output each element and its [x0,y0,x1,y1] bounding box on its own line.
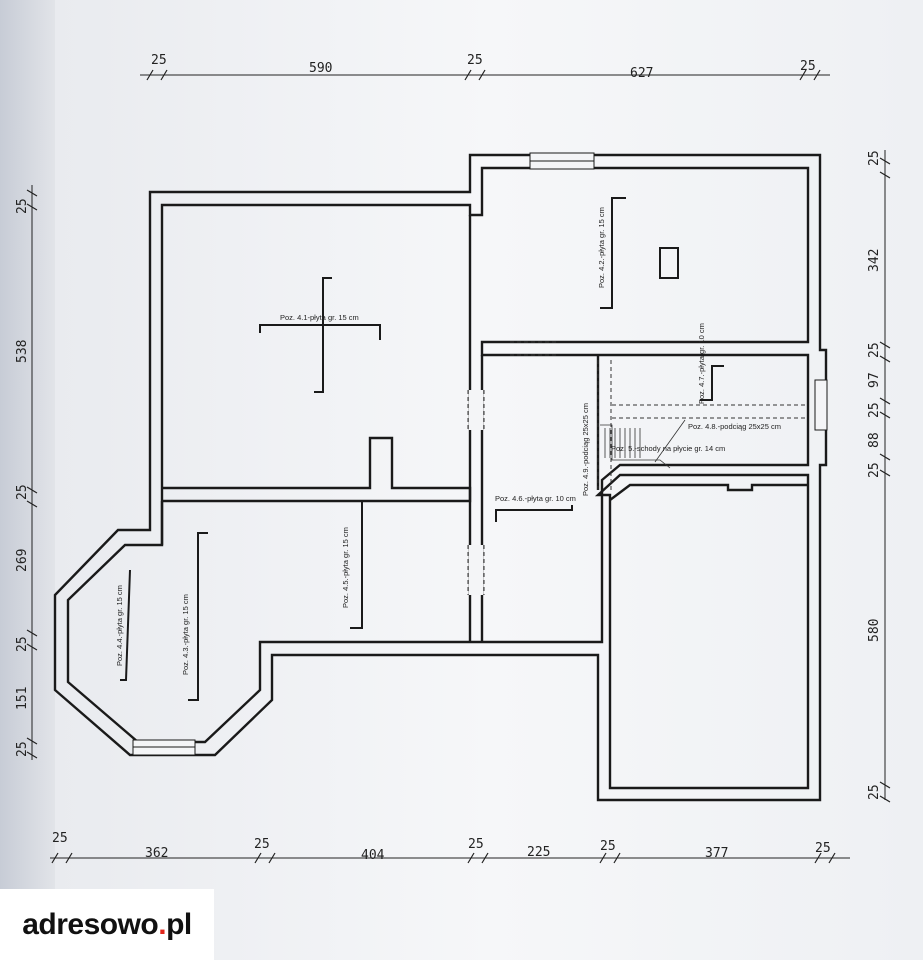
dim-bottom-1: 25 [52,831,68,846]
chimney [659,247,679,279]
dim-bottom-5: 25 [468,837,484,852]
dim-bottom-3: 25 [254,837,270,852]
dim-right-8: 580 [867,619,882,642]
span-arrows [120,197,724,701]
stairs [600,419,686,469]
dimension-ticks [26,69,891,864]
dim-left-2: 538 [15,340,30,363]
dim-left-7: 25 [15,741,30,757]
label-poz-4-5: Poz. 4.5.-płyta gr. 15 cm [341,527,350,608]
dim-top-4: 627 [630,66,653,81]
label-poz-4-2: Poz. 4.2.-płyta gr. 15 cm [597,207,606,288]
dim-bottom-8: 377 [705,846,728,861]
label-poz-4-6: Poz. 4.6.-płyta gr. 10 cm [495,494,576,503]
dim-top-3: 25 [467,53,483,68]
dim-left-6: 151 [15,687,30,710]
outer-wall-inner [66,166,810,744]
walls [53,153,828,802]
label-poz-4-9: Poz. 4.9.-podciąg 25x25 cm [581,403,590,496]
label-poz-4-3: Poz. 4.3.-płyta gr. 15 cm [181,594,190,675]
dim-right-9: 25 [867,784,882,800]
dim-top-2: 590 [309,61,332,76]
arrow-4-1-v [314,277,332,393]
label-poz-4-7: Poz. 4.7.-płyta gr. 10 cm [697,323,706,404]
dim-right-5: 25 [867,402,882,418]
dim-left-1: 25 [15,198,30,214]
watermark-text: adresowo.pl [22,907,192,941]
outer-wall-outer [53,153,828,802]
dim-right-7: 25 [867,462,882,478]
dim-top-5: 25 [800,59,816,74]
dimension-lines [31,74,886,859]
dim-bottom-2: 362 [145,846,168,861]
dim-bottom-7: 25 [600,839,616,854]
dim-left-4: 269 [15,549,30,572]
dim-left-5: 25 [15,636,30,652]
windows [132,152,828,756]
label-poz-4-4: Poz. 4.4.-płyta gr. 15 cm [115,585,124,666]
label-poz-4-8: Poz. 4.8.-podciąg 25x25 cm [688,422,781,431]
arrow-4-5 [350,500,363,629]
dim-bottom-6: 225 [527,845,550,860]
label-poz-4-1: Poz. 4.1-płyta gr. 15 cm [280,313,359,322]
paper-edge [0,0,60,960]
arrow-4-7 [700,365,724,401]
paper-background [55,0,923,960]
dim-right-6: 88 [867,432,882,448]
dashed-lines [467,341,808,595]
dim-left-3: 25 [15,484,30,500]
garage-outer [594,473,810,790]
dim-right-3: 25 [867,342,882,358]
watermark-logo: adresowo.pl [0,889,214,960]
dim-bottom-4: 404 [361,848,385,863]
label-poz-5: Poz. 5.-schody na płycie gr. 14 cm [611,444,725,453]
dim-bottom-9: 25 [815,841,831,856]
arrow-4-6 [495,505,573,522]
arrow-4-1-h [259,324,381,340]
dim-right-1: 25 [867,150,882,166]
dim-right-2: 342 [867,249,882,272]
garage-inner [609,483,808,501]
arrow-4-4 [120,569,131,681]
arrow-4-3 [188,532,208,701]
dim-top-1: 25 [151,53,167,68]
dim-right-4: 97 [867,372,882,388]
arrow-4-2 [600,197,626,309]
